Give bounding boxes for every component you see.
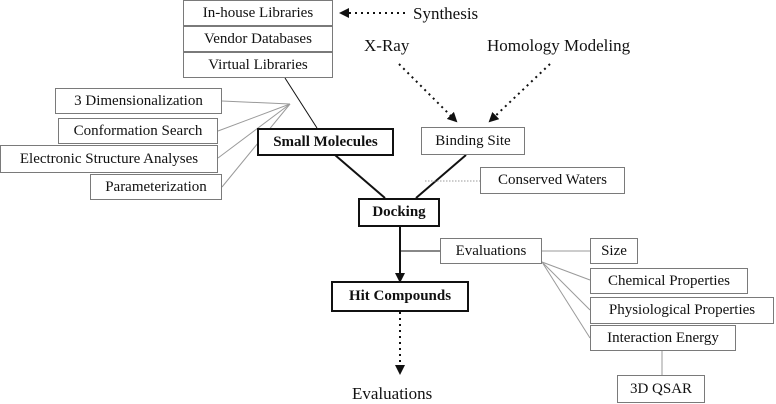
electronic-structure-box: Electronic Structure Analyses bbox=[0, 145, 218, 173]
link-3d-to-molecules bbox=[221, 100, 291, 105]
conserved-waters-box: Conserved Waters bbox=[480, 167, 625, 194]
docking-box: Docking bbox=[358, 198, 440, 227]
vendor-databases-box: Vendor Databases bbox=[183, 26, 333, 52]
dimensionalization-box: 3 Dimensionalization bbox=[55, 88, 222, 114]
size-box: Size bbox=[590, 238, 638, 264]
homology-modeling-label: Homology Modeling bbox=[487, 36, 631, 55]
virtual-libraries-box: Virtual Libraries bbox=[183, 52, 333, 78]
link-eval-interaction bbox=[541, 261, 591, 339]
homology-arrow bbox=[488, 63, 551, 123]
link-libraries-to-molecules bbox=[284, 77, 318, 129]
link-molecules-to-docking bbox=[334, 154, 386, 199]
binding-site-box: Binding Site bbox=[421, 127, 525, 155]
xray-label: X-Ray bbox=[364, 36, 410, 55]
parameterization-box: Parameterization bbox=[90, 174, 222, 200]
qsar-box: 3D QSAR bbox=[617, 375, 705, 403]
evaluations-box: Evaluations bbox=[440, 238, 542, 264]
physiological-properties-box: Physiological Properties bbox=[590, 297, 774, 324]
small-molecules-box: Small Molecules bbox=[257, 128, 394, 156]
link-bindingsite-to-docking bbox=[415, 154, 467, 199]
link-conformation-to-molecules bbox=[217, 103, 291, 132]
interaction-energy-box: Interaction Energy bbox=[590, 325, 736, 351]
link-eval-physiological bbox=[541, 261, 591, 311]
final-evaluations-label: Evaluations bbox=[352, 384, 433, 403]
inhouse-libraries-box: In-house Libraries bbox=[183, 0, 333, 26]
link-eval-chemical bbox=[541, 261, 591, 281]
synthesis-label: Synthesis bbox=[413, 4, 479, 23]
chemical-properties-box: Chemical Properties bbox=[590, 268, 748, 294]
conformation-search-box: Conformation Search bbox=[58, 118, 218, 144]
xray-arrow bbox=[398, 63, 458, 123]
link-parameterization-to-molecules bbox=[221, 103, 291, 188]
hit-compounds-box: Hit Compounds bbox=[331, 281, 469, 312]
link-electronic-to-molecules bbox=[217, 103, 291, 159]
